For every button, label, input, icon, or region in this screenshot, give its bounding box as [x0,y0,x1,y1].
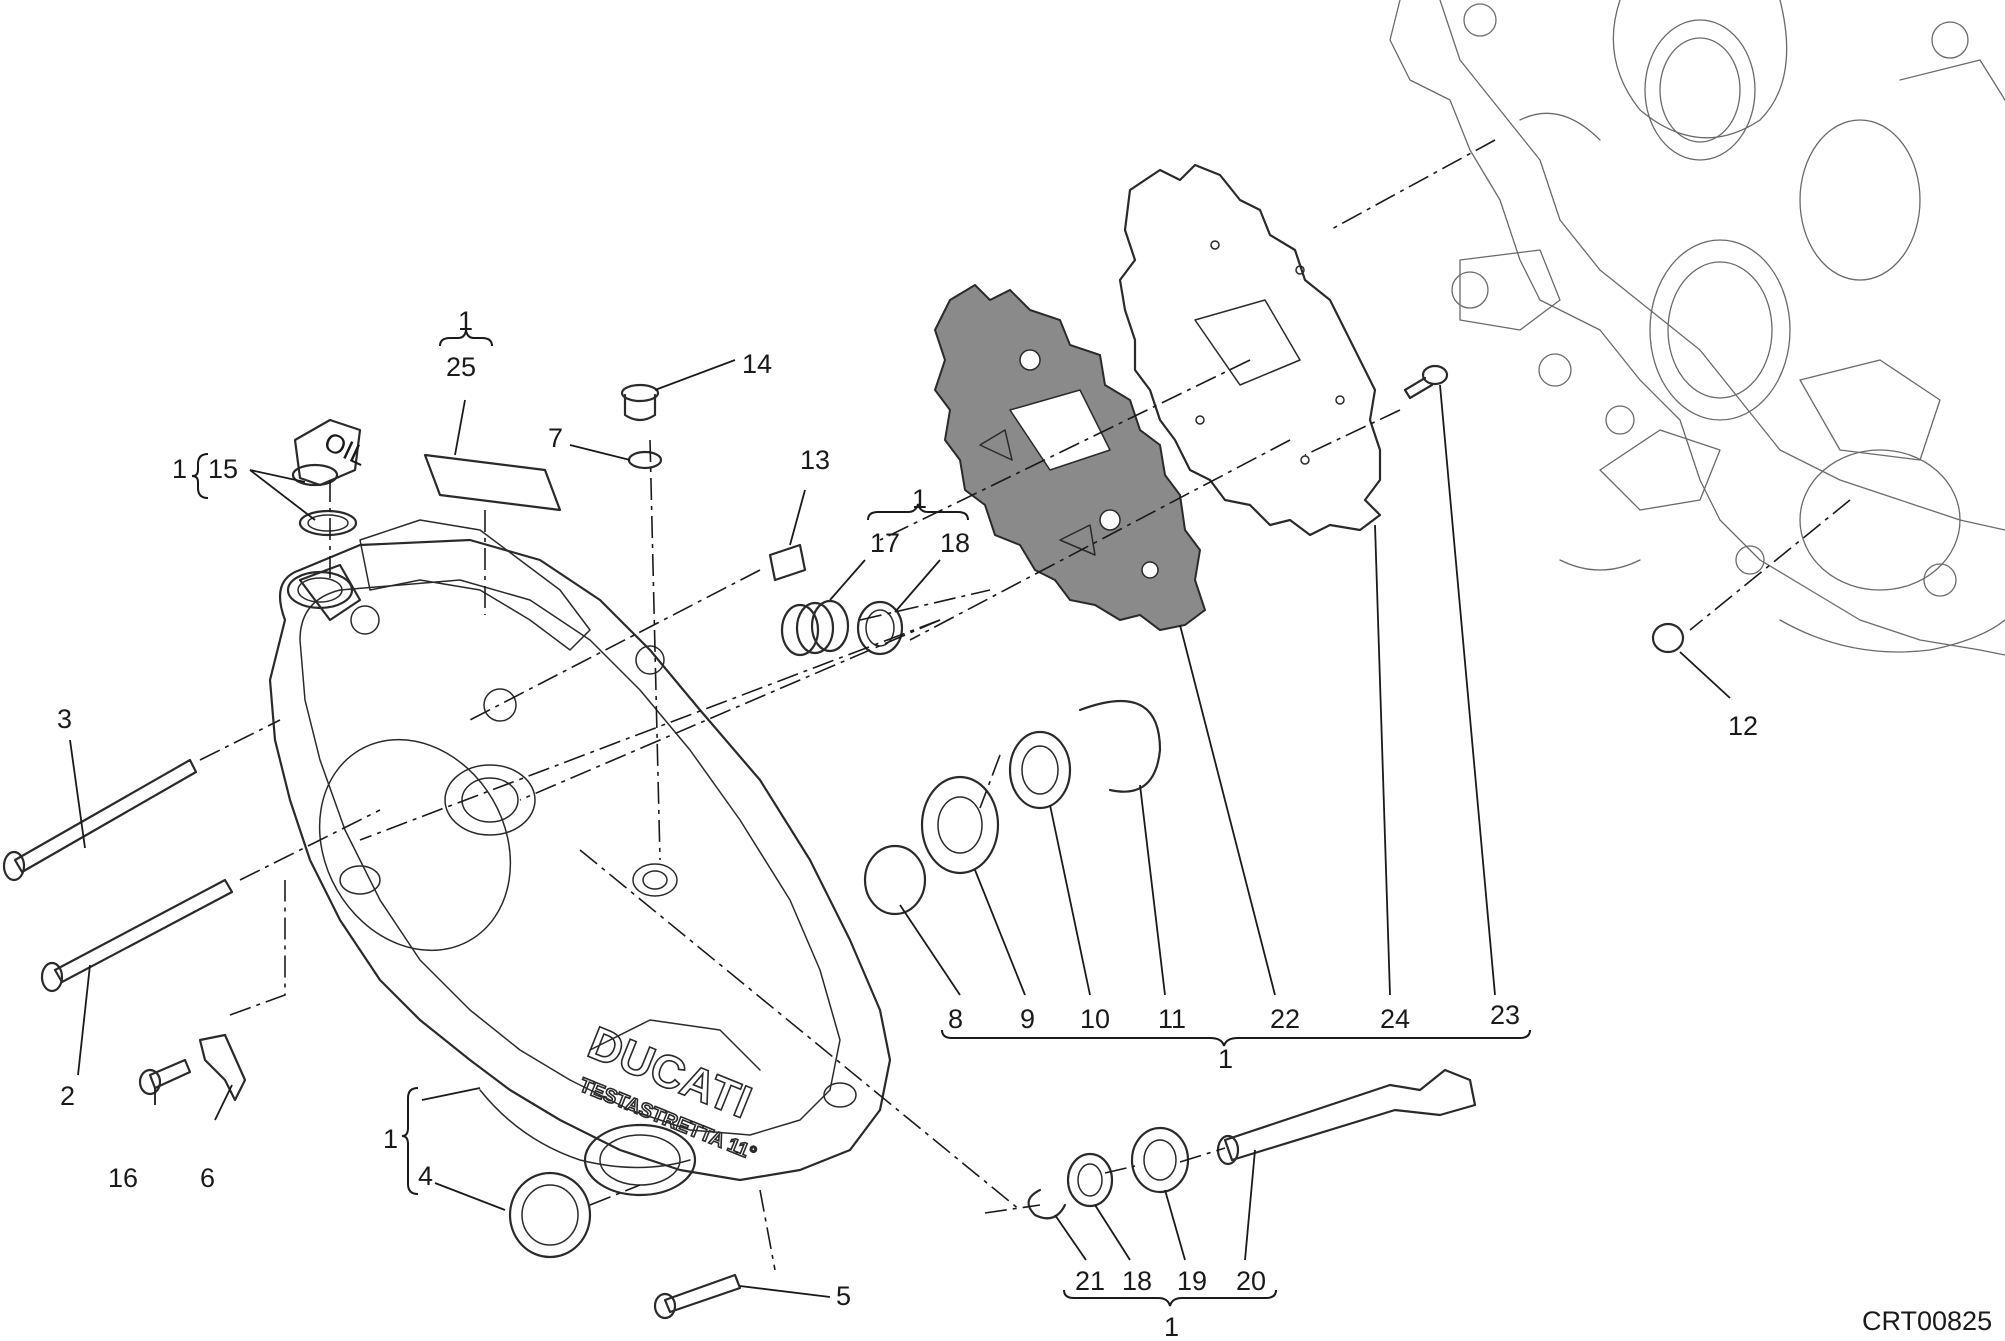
screw-23-oring-12-drawing [1403,364,1685,654]
callout-12: 12 [1728,711,1758,741]
crankcase-drawing [1389,0,2005,656]
damper-22-drawing [933,283,1207,632]
callout-labels: 3 2 16 6 4 5 1 1 15 1 25 7 14 13 1 17 18… [57,306,1758,1341]
callout-24: 24 [1380,1004,1410,1034]
callout-2: 2 [60,1081,75,1111]
spring-17-drawing [780,599,904,657]
callout-14: 14 [742,349,772,379]
callout-9: 9 [1020,1004,1035,1034]
leader-lines [69,359,1731,1298]
callout-5: 5 [836,1281,851,1311]
callout-11: 11 [1158,1004,1186,1034]
assembly-axis-lines [199,139,1851,1271]
callout-4: 4 [418,1161,433,1191]
dowel-13-drawing [768,543,807,582]
callout-1-decal: 1 [458,306,473,336]
oil-cap-text: OIL [319,426,371,472]
callout-21: 21 [1075,1266,1105,1296]
decal-25-drawing [423,453,562,512]
gasket-24-drawing [1118,163,1382,537]
callout-1-spring: 1 [912,484,927,514]
clutch-cover-drawing: DUCATI TESTASTRETTA 11° [268,519,892,1197]
callout-18-lower: 18 [1122,1266,1152,1296]
callout-23: 23 [1490,1000,1520,1030]
callout-19: 19 [1177,1266,1207,1296]
callout-1-group: 1 [1218,1044,1233,1074]
callout-1-shaft: 1 [1164,1312,1179,1341]
callout-13: 13 [800,445,830,475]
group-brackets [191,329,1531,1307]
callout-7: 7 [548,423,563,453]
callout-20: 20 [1236,1266,1266,1296]
callout-1-cover: 1 [383,1124,398,1154]
callout-8: 8 [948,1004,963,1034]
bolt-16-clip-6-drawing [138,1033,247,1102]
callout-22: 22 [1270,1004,1300,1034]
oil-cap-15-drawing: OIL [291,418,372,537]
bush-seal-washer-ring-drawing [863,700,1162,916]
bolts-3-2-drawing [2,758,234,993]
callout-3: 3 [57,704,72,734]
callout-1-cap: 1 [172,454,187,484]
drawing-reference-code: CRT00825 [1862,1306,1992,1336]
shaft-assembly-drawing [1027,1068,1477,1220]
callout-10: 10 [1080,1004,1110,1034]
plug-14-drawing [620,383,663,470]
callout-18-upper: 18 [940,528,970,558]
callout-25: 25 [446,352,476,382]
callout-6: 6 [200,1163,215,1193]
seal-4-bolt-5-drawing [508,1171,742,1320]
callout-16: 16 [108,1163,138,1193]
callout-15: 15 [208,454,238,484]
callout-17: 17 [870,528,900,558]
